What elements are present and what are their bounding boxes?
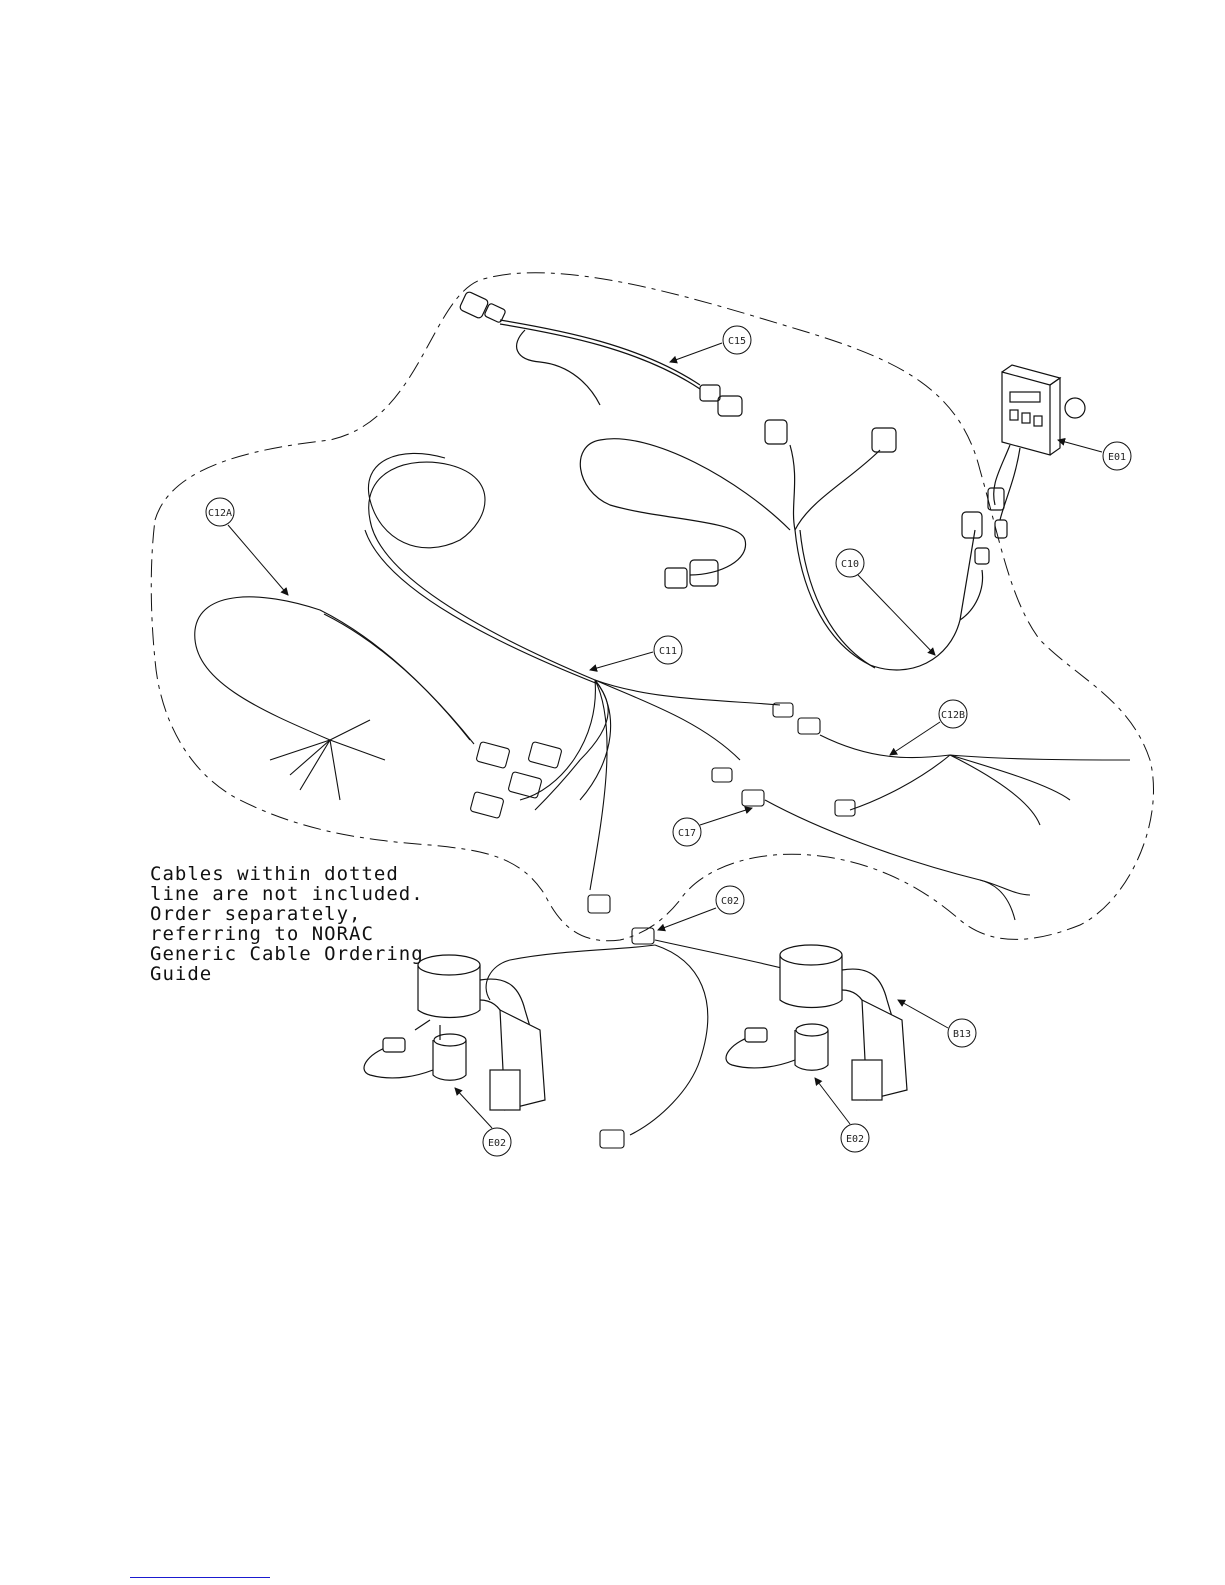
note-line-4: referring to NORAC [150, 923, 374, 945]
callout-label-c12b: C12B [941, 710, 965, 721]
callout-label-c12a: C12A [208, 508, 232, 519]
callout-label-c02: C02 [721, 896, 739, 907]
callout-c12a: C12A [206, 498, 288, 595]
callout-c12b: C12B [890, 700, 967, 755]
control-box-e01 [988, 365, 1085, 538]
note-text: Cables within dotted line are not includ… [150, 863, 424, 985]
callout-label-c15: C15 [728, 336, 746, 347]
callout-c15: C15 [670, 326, 751, 362]
callout-label-e02-right: E02 [846, 1134, 864, 1145]
callout-label-b13: B13 [953, 1029, 971, 1040]
note-line-1: Cables within dotted [150, 863, 399, 885]
note-line-5: Generic Cable Ordering [150, 943, 424, 965]
footer-rule [130, 1577, 270, 1578]
actuator-left [364, 955, 545, 1110]
callout-label-c10: C10 [841, 559, 859, 570]
cable-c10 [580, 420, 989, 670]
actuator-right [726, 945, 907, 1100]
note-line-6: Guide [150, 963, 212, 985]
callout-b13: B13 [898, 1000, 976, 1047]
callout-c02: C02 [658, 886, 744, 930]
callout-e01: E01 [1058, 440, 1131, 470]
callout-label-e01: E01 [1108, 452, 1126, 463]
note-line-3: Order separately, [150, 903, 361, 925]
cable-c17 [765, 800, 1030, 920]
callout-c10: C10 [836, 549, 935, 655]
cable-c11 [365, 453, 820, 913]
callout-label-c17: C17 [678, 828, 696, 839]
cable-c12b [820, 735, 1130, 825]
callout-label-e02-left: E02 [488, 1138, 506, 1149]
note-line-2: line are not included. [150, 883, 424, 905]
cable-c12a [195, 597, 474, 800]
callout-label-c11: C11 [659, 646, 677, 657]
callout-c17: C17 [673, 808, 752, 846]
cable-c15 [459, 291, 742, 416]
callout-c11: C11 [590, 636, 682, 670]
